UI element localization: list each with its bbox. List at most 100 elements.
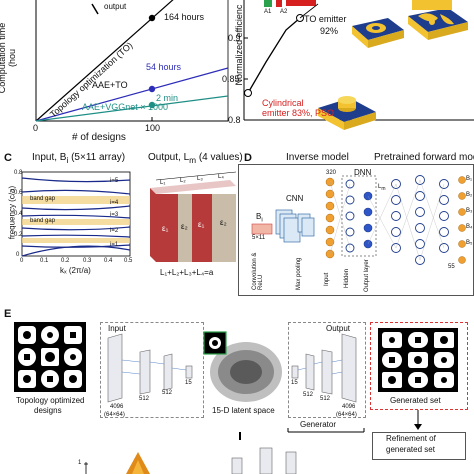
dec-15: 15 <box>291 380 298 386</box>
enc-512b: 512 <box>162 390 173 396</box>
enc-64x64: (64×64) <box>104 412 125 418</box>
aae-to-marker <box>148 85 156 93</box>
lm-sub: m <box>381 186 386 193</box>
to-marker <box>148 14 156 22</box>
dec-64x64: (64×64) <box>336 412 357 418</box>
c-xtick-3: 0.3 <box>83 258 92 264</box>
l4-label: L₄ <box>218 174 224 180</box>
m2-label: 2 min <box>156 93 179 103</box>
eps2-b: ε₂ <box>220 218 227 227</box>
l3-label: L₃ <box>197 176 203 182</box>
to-emitter-value: 92% <box>320 26 339 36</box>
b3-out: B₃ <box>466 208 473 214</box>
eps1-a: ε₁ <box>162 224 169 233</box>
forward-model-title: Pretrained forward model <box>374 152 474 163</box>
slab-equation: L₁+L₂+L₃+L₄=a <box>160 268 214 277</box>
c-xtick-0: 0 <box>20 258 24 264</box>
lm-text: L <box>378 184 382 190</box>
refinement-line1: Refinement of <box>386 434 436 443</box>
output-label: output <box>104 2 127 11</box>
topology-label-1: Topology optimized <box>16 396 85 405</box>
panel-d-letter: D <box>244 152 252 164</box>
generator-label: Generator <box>300 420 337 429</box>
x-tick-0: 0 <box>33 123 39 133</box>
y-tick-080: 0.8 <box>228 115 241 125</box>
generated-set-box <box>370 322 468 410</box>
bi-dim: 5×11 <box>252 235 266 241</box>
c-ytick-3: 0.2 <box>14 232 23 238</box>
n320-label: 320 <box>326 170 337 176</box>
enc-4096: 4096 <box>110 404 124 410</box>
cylindrical-value: emitter 83%, PSO <box>262 108 335 118</box>
panel-c-output-title: Output, Lm (4 values) <box>148 152 243 165</box>
panel-e-letter: E <box>4 308 12 320</box>
input-title-note: (5×11 array) <box>68 152 126 163</box>
optimized-pattern-render <box>408 8 468 40</box>
panel-c-input-title: Input, Bi (5×11 array) <box>32 152 125 165</box>
eps2-a: ε₂ <box>181 222 188 231</box>
band-gap-label-1: band gap <box>30 196 56 202</box>
to-emitter-render <box>352 18 404 48</box>
output-title-sub: m <box>189 155 197 165</box>
band-gap-label-2: band gap <box>30 218 56 224</box>
latent-cloud <box>203 331 282 402</box>
refinement-line2: generated set <box>386 445 435 454</box>
dec-4096: 4096 <box>342 404 356 410</box>
a1-label: A1 <box>264 9 272 15</box>
band-i4: i=4 <box>110 200 119 206</box>
c-ytick-0: 0.8 <box>14 170 23 176</box>
l1-label: L₁ <box>160 180 166 186</box>
c-xtick-5: 0.5 <box>124 258 133 264</box>
topology-label-2: designs <box>34 406 62 415</box>
generated-set-label: Generated set <box>390 396 441 405</box>
aae-vgg-line <box>35 95 229 122</box>
c-ytick-2: 0.4 <box>14 211 23 217</box>
x-tick-100: 100 <box>145 123 161 133</box>
band-xlabel: kₓ (2π/a) <box>60 266 91 275</box>
topology-grid <box>14 322 86 392</box>
bottom-tick-1: 1 <box>78 460 82 466</box>
lm-label: Lm <box>378 184 386 192</box>
enc-15: 15 <box>185 380 192 386</box>
latent-label: 15-D latent space <box>212 406 275 415</box>
latent-space <box>203 331 284 404</box>
c-ytick-4: 0 <box>16 252 20 258</box>
h164-label: 164 hours <box>164 12 205 22</box>
a2-label: A2 <box>280 9 288 15</box>
encoder-input-label: Input <box>108 324 126 333</box>
input-title-sub: i <box>66 155 69 165</box>
aae-to-label: AAE+TO <box>92 80 128 90</box>
n55-label: 55 <box>448 264 455 270</box>
y-tick-085: 0.85 <box>222 74 240 84</box>
topology-patterns <box>18 326 82 388</box>
enc-512a: 512 <box>139 396 150 402</box>
output-title-text: Output, L <box>148 152 190 163</box>
input-title-text: Input, B <box>32 152 67 163</box>
eps1-b: ε₁ <box>198 220 205 229</box>
bi-label: Bi <box>256 212 263 224</box>
h54-label: 54 hours <box>146 62 182 72</box>
c-ytick-1: 0.6 <box>14 190 23 196</box>
decoder-output-label: Output <box>326 324 351 333</box>
c-xtick-1: 0.1 <box>40 258 49 264</box>
panel-a-xlabel: # of designs <box>72 132 126 143</box>
aae-vgg-marker <box>148 101 156 109</box>
aae-vgg-label: AAE+VGGnet × 1000 <box>82 102 169 112</box>
generated-grid <box>378 328 458 392</box>
refinement-box <box>372 432 466 460</box>
b4-out: B₄ <box>466 224 473 230</box>
c-xtick-4: 0.4 <box>104 258 113 264</box>
output-title-note: (4 values) <box>196 152 243 163</box>
encoder-box <box>100 322 204 418</box>
cylindrical-label: Cylindrical <box>262 98 304 108</box>
dec-512b: 512 <box>320 396 331 402</box>
